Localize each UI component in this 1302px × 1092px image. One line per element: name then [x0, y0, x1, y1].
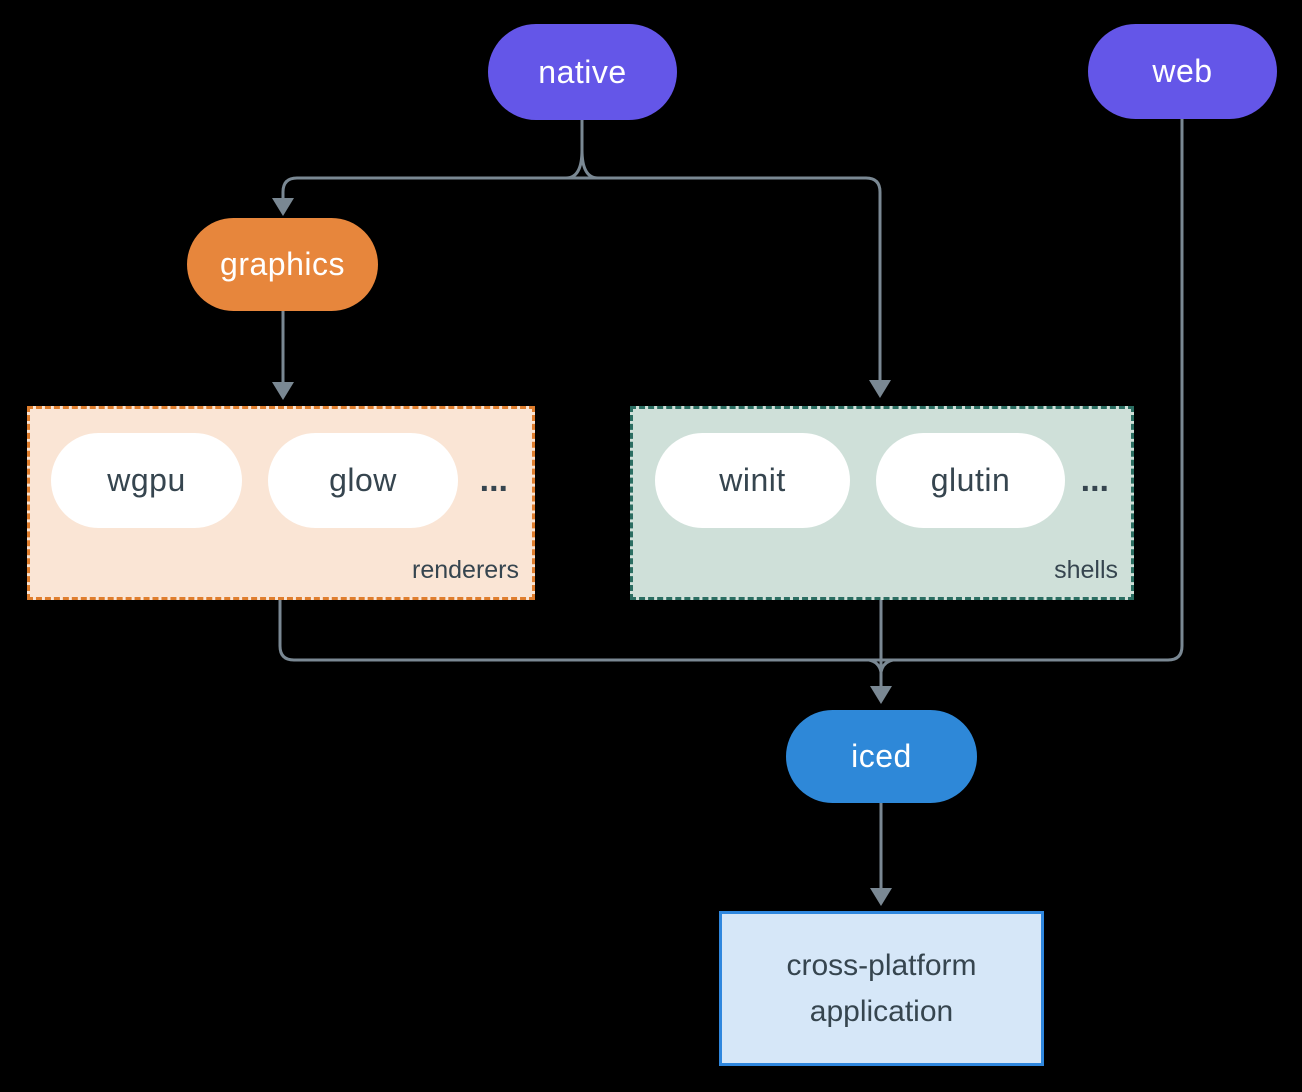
edge-graphics-renderers	[272, 311, 294, 400]
node-graphics: graphics	[187, 218, 378, 311]
shells-ellipsis: ...	[1080, 461, 1109, 499]
edge-web-iced	[1167, 119, 1184, 662]
arrowhead-to-iced	[870, 686, 892, 704]
node-glow-label: glow	[329, 462, 397, 498]
node-winit-label: winit	[719, 462, 786, 498]
node-glow: glow	[268, 433, 458, 528]
renderers-ellipsis: ...	[479, 461, 508, 499]
node-web: web	[1088, 24, 1277, 119]
edge-shells-iced	[868, 600, 894, 704]
node-iced-label: iced	[851, 738, 912, 774]
node-app-label: cross-platform application	[786, 948, 977, 1028]
node-cross-platform-application: cross-platform application	[719, 911, 1044, 1066]
group-shells: winit glutin ... shells	[630, 406, 1134, 600]
node-graphics-label: graphics	[220, 246, 345, 282]
group-renderers: wgpu glow ... renderers	[27, 406, 535, 600]
renderers-label: renderers	[412, 556, 519, 584]
arrowhead-to-renderers	[272, 382, 294, 400]
arrowhead-to-graphics	[272, 198, 294, 216]
node-winit: winit	[655, 433, 850, 528]
node-native-label: native	[538, 53, 627, 90]
edge-iced-app	[870, 803, 892, 906]
node-web-label: web	[1152, 53, 1213, 89]
node-iced: iced	[786, 710, 977, 803]
node-glutin-label: glutin	[930, 462, 1011, 498]
node-glutin: glutin	[876, 433, 1065, 528]
node-wgpu-label: wgpu	[107, 462, 186, 498]
shells-label: shells	[1054, 556, 1118, 584]
edge-native-fork	[272, 120, 891, 398]
arrowhead-to-app	[870, 888, 892, 906]
node-native: native	[488, 24, 677, 120]
edge-renderers-iced	[278, 600, 1168, 662]
node-wgpu: wgpu	[51, 433, 242, 528]
arrowhead-to-shells	[869, 380, 891, 398]
